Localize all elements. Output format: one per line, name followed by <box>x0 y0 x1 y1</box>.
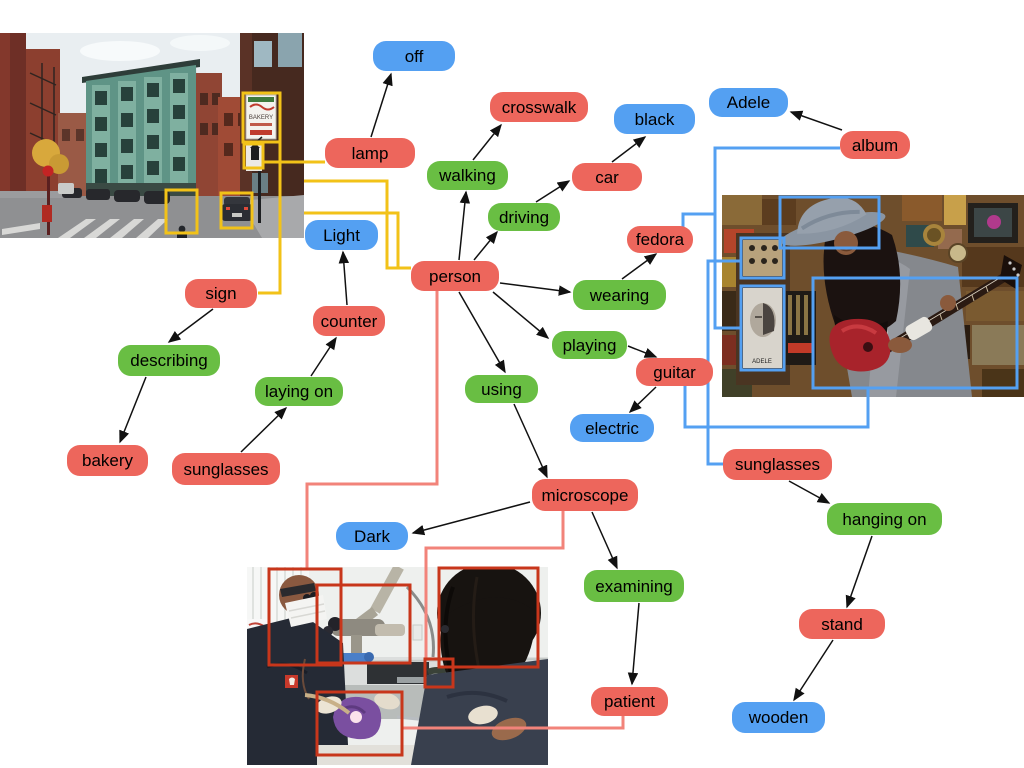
node-wearing[interactable]: wearing <box>573 280 666 310</box>
edge-stand-wooden <box>793 639 834 702</box>
bbox-record-album <box>739 284 786 372</box>
node-fedora[interactable]: fedora <box>627 226 693 253</box>
node-bakery[interactable]: bakery <box>67 445 148 476</box>
edge-walking-crosswalk <box>472 123 502 161</box>
connector-sign-to-sign-box <box>258 142 282 295</box>
connector-fedora-to-hat-box <box>681 212 716 227</box>
node-walking[interactable]: walking <box>427 161 508 190</box>
bbox-record-fedora <box>778 195 881 250</box>
edge-sunglasses-right-hanging-on <box>788 480 831 504</box>
node-laying-on[interactable]: laying on <box>255 377 343 406</box>
edge-guitar-electric <box>628 386 657 414</box>
bakery-sign-text: BAKERY <box>249 115 273 121</box>
bbox-dental-patient-mouth <box>315 690 404 757</box>
edge-wearing-fedora <box>621 253 658 280</box>
node-sign[interactable]: sign <box>185 279 257 308</box>
record-store-photo: ADELE <box>722 195 1024 397</box>
bbox-street-lamp <box>242 142 265 170</box>
node-lamp[interactable]: lamp <box>325 138 415 168</box>
edge-album-adele <box>789 110 843 131</box>
edge-person-playing <box>492 291 550 339</box>
bbox-street-car <box>219 191 254 230</box>
connector-microscope-to-glasses-box <box>424 511 565 659</box>
node-off[interactable]: off <box>373 41 455 71</box>
edge-car-black <box>611 136 647 163</box>
node-car[interactable]: car <box>572 163 642 191</box>
node-person[interactable]: person <box>411 261 499 291</box>
edge-counter-light <box>338 250 350 306</box>
connector-sunglasses-to-shelf-box <box>706 259 741 466</box>
bbox-dental-patient-head <box>437 566 540 669</box>
edge-driving-car <box>535 180 571 203</box>
node-describing[interactable]: describing <box>118 345 220 376</box>
node-wooden[interactable]: wooden <box>732 702 825 733</box>
node-hanging-on[interactable]: hanging on <box>827 503 942 535</box>
connector-guitar-to-guitar-box <box>683 386 870 429</box>
connector-person-to-street-b <box>304 211 411 270</box>
node-playing[interactable]: playing <box>552 331 627 359</box>
node-guitar[interactable]: guitar <box>636 358 713 386</box>
edge-person-using <box>458 291 506 374</box>
edge-playing-guitar <box>627 345 658 358</box>
node-using[interactable]: using <box>465 375 538 403</box>
node-light[interactable]: Light <box>305 220 378 250</box>
edge-describing-bakery <box>119 376 147 444</box>
edge-sunglasses-left-laying-on <box>240 406 288 453</box>
node-counter[interactable]: counter <box>313 306 385 336</box>
adele-album-text: ADELE <box>752 359 772 365</box>
edge-laying-on-counter <box>310 336 337 377</box>
node-examining[interactable]: examining <box>584 570 684 602</box>
edge-person-walking <box>458 190 471 261</box>
connector-album-to-album-box <box>713 146 840 330</box>
bbox-street-person <box>164 188 199 235</box>
node-stand[interactable]: stand <box>799 609 885 639</box>
edge-person-driving <box>473 230 498 261</box>
bbox-dental-microscope <box>315 583 412 665</box>
record-store-photo-art: ADELE <box>722 195 1024 397</box>
edge-lamp-off <box>370 72 393 138</box>
node-driving[interactable]: driving <box>488 203 560 231</box>
node-black[interactable]: black <box>614 104 695 134</box>
node-microscope[interactable]: microscope <box>532 479 638 511</box>
edge-person-wearing <box>499 282 572 296</box>
connector-person-to-dentist-box <box>305 291 439 569</box>
edge-microscope-dark <box>411 501 531 536</box>
node-electric[interactable]: electric <box>570 414 654 442</box>
connector-patient-to-mouth-box <box>403 716 625 730</box>
edge-sign-describing <box>167 308 214 343</box>
bbox-record-guitar <box>811 276 1019 390</box>
node-album[interactable]: album <box>840 131 910 159</box>
bbox-dental-person <box>267 567 343 667</box>
edge-microscope-examining <box>591 511 618 570</box>
node-dark[interactable]: Dark <box>336 522 408 550</box>
node-sunglasses-left[interactable]: sunglasses <box>172 453 280 485</box>
bbox-record-sunglasses <box>739 236 786 280</box>
edge-examining-patient <box>627 602 640 686</box>
node-crosswalk[interactable]: crosswalk <box>490 92 588 122</box>
node-patient[interactable]: patient <box>591 687 668 716</box>
bbox-street-sign <box>241 91 282 144</box>
node-sunglasses-right[interactable]: sunglasses <box>723 449 832 480</box>
node-adele[interactable]: Adele <box>709 88 788 117</box>
edge-hanging-on-stand <box>845 535 873 609</box>
edge-using-microscope <box>513 403 548 479</box>
